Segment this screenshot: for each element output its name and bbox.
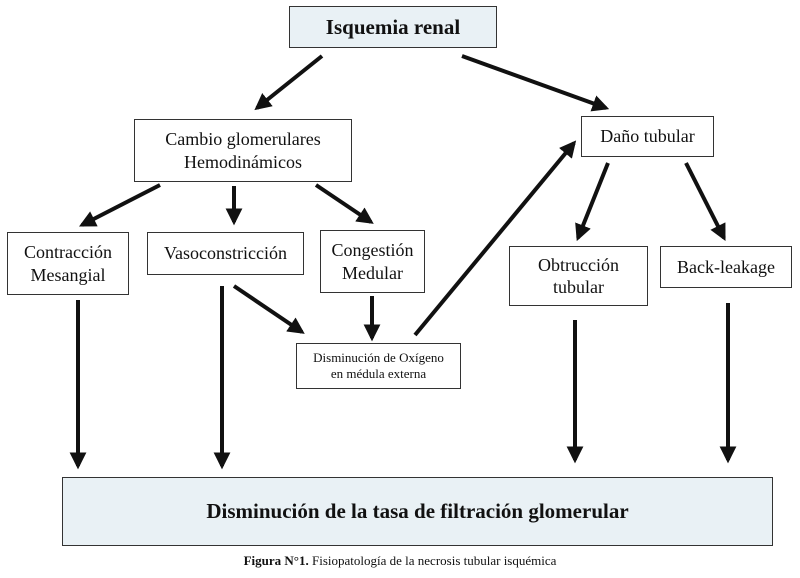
- glomerular-change-box: Cambio glomerulares Hemodinámicos: [134, 119, 352, 182]
- tubular-label: Daño tubular: [600, 126, 695, 147]
- contraccion-line-1: Contracción: [24, 242, 112, 262]
- contraccion-line-2: Mesangial: [30, 264, 106, 285]
- arrow-glomerular-to-congestion: [314, 183, 374, 224]
- arrow-oxigeno-to-tubular: [413, 140, 577, 337]
- arrow-tubular-to-obstruccion: [575, 162, 610, 242]
- tubular-obstruction-box: Obtrucción tubular: [509, 246, 648, 306]
- vasoconstriccion-label: Vasoconstricción: [164, 243, 287, 264]
- obstruccion-line-1: Obtrucción: [538, 254, 619, 275]
- oxigeno-line-2: en médula externa: [330, 366, 427, 381]
- glomerular-line-1: Cambio glomerulares: [165, 129, 321, 149]
- oxygen-decrease-box: Disminución de Oxígeno en médula externa: [296, 343, 461, 389]
- obstruccion-line-2: tubular: [553, 277, 604, 297]
- mesangial-contraction-box: Contracción Mesangial: [7, 232, 129, 295]
- figure-caption: Figura N°1. Fisiopatología de la necrosi…: [0, 553, 800, 569]
- gfr-decrease-box: Disminución de la tasa de filtración glo…: [62, 477, 773, 546]
- arrow-glomerular-to-contraccion: [79, 183, 161, 227]
- tubular-damage-box: Daño tubular: [581, 116, 714, 157]
- arrow-tubular-to-backleakage: [684, 162, 726, 241]
- glomerular-line-2: Hemodinámicos: [184, 151, 302, 172]
- arrow-root-to-tubular: [461, 54, 610, 112]
- vasoconstriction-box: Vasoconstricción: [147, 232, 304, 275]
- root-box: Isquemia renal: [289, 6, 497, 48]
- oxigeno-line-1: Disminución de Oxígeno: [313, 349, 444, 365]
- root-label: Isquemia renal: [325, 14, 461, 39]
- back-leakage-box: Back-leakage: [660, 246, 792, 288]
- medullary-congestion-box: Congestión Medular: [320, 230, 425, 293]
- congestion-line-1: Congestión: [331, 240, 414, 260]
- caption-text: Fisiopatología de la necrosis tubular is…: [308, 553, 557, 568]
- result-label: Disminución de la tasa de filtración glo…: [206, 499, 629, 524]
- congestion-line-2: Medular: [342, 262, 403, 283]
- backleakage-label: Back-leakage: [677, 256, 775, 277]
- arrow-vasoconstriccion-to-oxigeno: [232, 284, 305, 334]
- arrow-root-to-glomerular: [254, 54, 324, 111]
- caption-label: Figura N°1.: [243, 553, 309, 568]
